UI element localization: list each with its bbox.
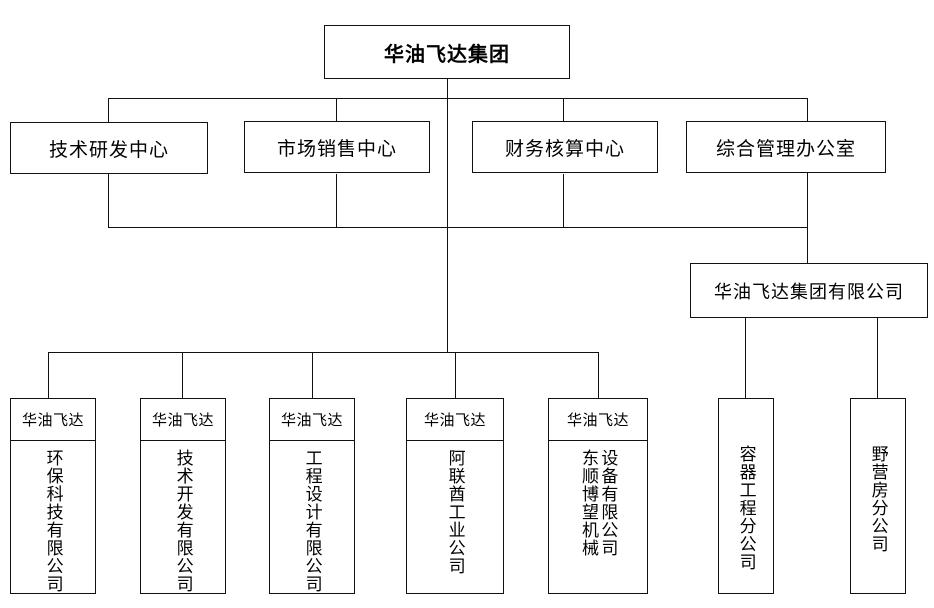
connector-branch2-down [877,318,878,398]
box-subsidiary-4-col-1: 阿联酋工业公司 [445,449,465,575]
box-division-2[interactable]: 市场销售中心 [244,121,430,173]
box-branch-2-body: 野营房分公司 [851,399,905,593]
box-branch-1-body: 容器工程分公司 [719,399,773,593]
box-subsidiary-2[interactable]: 华油飞达 技术开发有限公司 [140,398,226,594]
box-subsidiary-2-head: 华油飞达 [141,399,225,441]
box-holding-company-label: 华油飞达集团有限公司 [714,281,904,302]
box-branch-1[interactable]: 容器工程分公司 [718,398,774,594]
box-subsidiary-1-body: 环保科技有限公司 [11,441,95,593]
connector-center-spine [447,79,448,352]
box-subsidiary-5-col-2: 东顺博望机械 [579,449,598,557]
box-root-label: 华油飞达集团 [384,43,510,66]
connector-div1-up [108,98,109,122]
box-subsidiary-5-col-1: 设备有限公司 [598,449,618,557]
box-division-1[interactable]: 技术研发中心 [10,122,208,174]
box-branch-1-col-1: 容器工程分公司 [736,445,756,571]
connector-sub5-up [598,352,599,398]
box-holding-company[interactable]: 华油飞达集团有限公司 [690,263,928,318]
box-root[interactable]: 华油飞达集团 [324,25,570,79]
connector-level1-bus [108,98,808,99]
box-subsidiary-1-col-1: 环保科技有限公司 [43,449,63,593]
box-subsidiary-2-col-1: 技术开发有限公司 [173,449,193,593]
box-division-2-label: 市场销售中心 [276,138,397,160]
box-subsidiary-2-body: 技术开发有限公司 [141,441,225,593]
box-subsidiary-5[interactable]: 华油飞达 设备有限公司 东顺博望机械 [548,398,648,594]
box-subsidiary-3-body: 工程设计有限公司 [270,441,354,593]
box-subsidiary-4[interactable]: 华油飞达 阿联酋工业公司 [406,398,504,594]
box-subsidiary-3[interactable]: 华油飞达 工程设计有限公司 [269,398,355,594]
box-subsidiary-1[interactable]: 华油飞达 环保科技有限公司 [10,398,96,594]
box-subsidiary-3-col-1: 工程设计有限公司 [302,449,322,593]
connector-div2-down [336,174,337,227]
box-division-3[interactable]: 财务核算中心 [472,121,658,173]
box-branch-2[interactable]: 野营房分公司 [850,398,906,594]
box-subsidiary-4-body: 阿联酋工业公司 [407,441,503,593]
box-division-4[interactable]: 综合管理办公室 [686,121,886,173]
box-division-1-label: 技术研发中心 [48,139,169,161]
box-subsidiary-4-head: 华油飞达 [407,399,503,441]
connector-sub3-up [312,352,313,398]
connector-div4-down [807,173,808,263]
box-subsidiary-5-body: 设备有限公司 东顺博望机械 [549,441,647,593]
connector-div2-up [336,98,337,122]
box-subsidiary-5-head: 华油飞达 [549,399,647,441]
connector-div3-up [563,98,564,122]
box-branch-2-col-1: 野营房分公司 [868,445,888,553]
connector-div3-down [563,174,564,227]
connector-sub2-up [182,352,183,398]
box-division-3-label: 财务核算中心 [504,138,625,160]
connector-subsidiary-bus [48,352,598,353]
box-subsidiary-3-head: 华油飞达 [270,399,354,441]
connector-div4-up [807,98,808,121]
box-division-4-label: 综合管理办公室 [715,138,856,160]
connector-branch1-down [745,318,746,398]
connector-sub1-up [48,352,49,398]
box-subsidiary-1-head: 华油飞达 [11,399,95,441]
connector-div1-down [108,174,109,227]
connector-sub4-up [455,352,456,398]
connector-level2-bus [108,227,807,228]
